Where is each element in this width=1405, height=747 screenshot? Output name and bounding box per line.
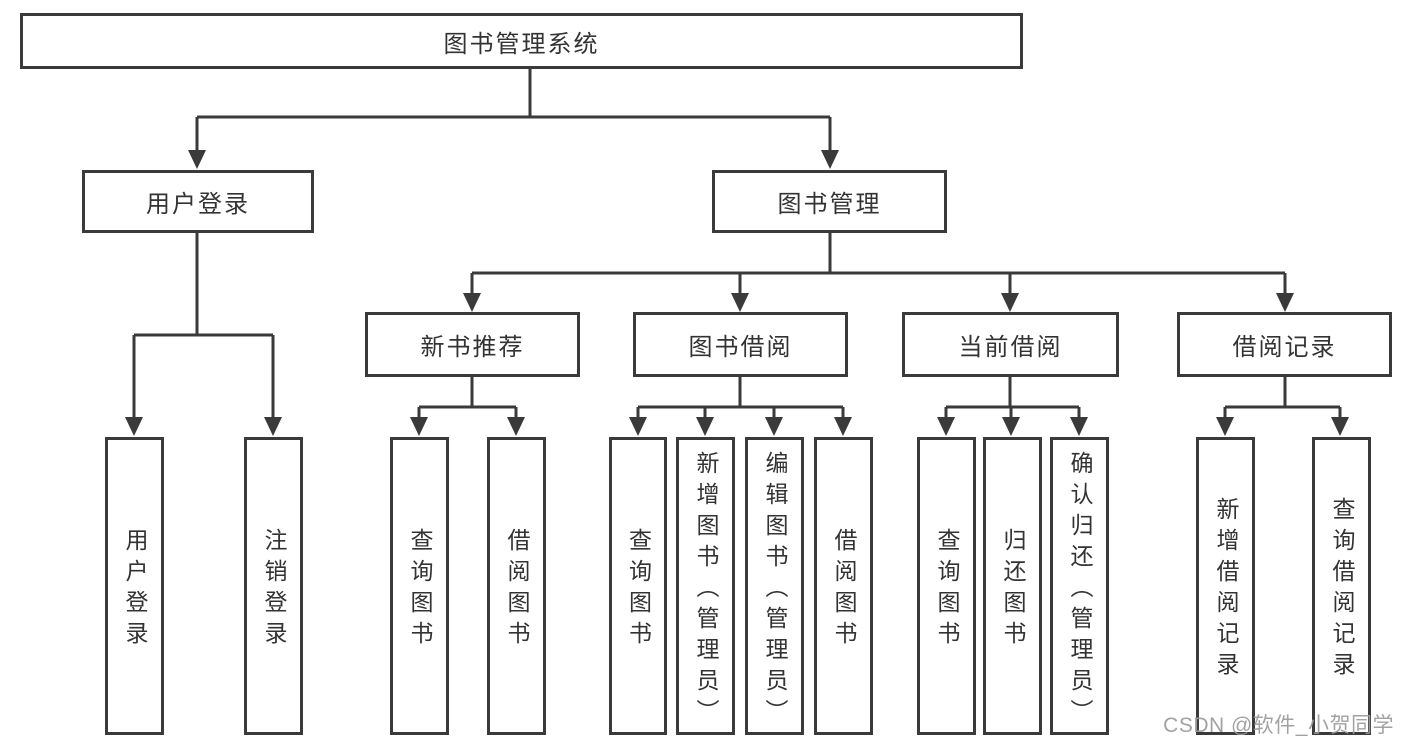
connector-borrowing-records [1216, 377, 1349, 436]
leaf-logout: 注销登录 [244, 437, 303, 735]
connector-book-management [463, 233, 1294, 312]
node-root: 图书管理系统 [20, 13, 1023, 69]
leaf-borrow-books-recommend: 借阅图书 [487, 437, 546, 735]
node-new-book-recommend: 新书推荐 [365, 312, 580, 377]
node-book-management-label: 图书管理 [777, 191, 882, 218]
leaf-borrow-books-borrowing-label: 借阅图书 [831, 528, 857, 652]
leaf-edit-book-admin-label: 编辑图书（管理员） [762, 450, 788, 730]
leaf-edit-book-admin: 编辑图书（管理员） [745, 437, 804, 735]
leaf-return-book-label: 归还图书 [1000, 528, 1026, 652]
node-current-borrowing-label: 当前借阅 [958, 334, 1063, 361]
node-book-borrowing: 图书借阅 [633, 312, 848, 377]
connector-new-book-recommend [410, 377, 525, 436]
connector-current-borrowing [937, 377, 1088, 436]
leaf-user-login-label: 用户登录 [122, 528, 148, 652]
leaf-borrow-books-recommend-label: 借阅图书 [504, 528, 530, 652]
leaf-query-books-current: 查询图书 [917, 437, 976, 735]
csdn-watermark: CSDN @软件_小贺同学 [1163, 714, 1394, 737]
node-book-borrowing-label: 图书借阅 [688, 334, 793, 361]
leaf-query-books-current-label: 查询图书 [934, 528, 960, 652]
leaf-add-book-admin-label: 新增图书（管理员） [693, 450, 719, 730]
connector-root [188, 69, 839, 169]
node-borrowing-records-label: 借阅记录 [1232, 334, 1337, 361]
leaf-add-book-admin: 新增图书（管理员） [676, 437, 735, 735]
connector-book-borrowing [629, 377, 852, 436]
leaf-query-borrow-record: 查询借阅记录 [1312, 437, 1371, 735]
leaf-confirm-return-admin-label: 确认归还（管理员） [1067, 450, 1093, 730]
leaf-query-books-borrowing-label: 查询图书 [625, 528, 652, 652]
leaf-user-login: 用户登录 [105, 437, 164, 735]
connector-user-login [125, 233, 282, 436]
leaf-return-book: 归还图书 [983, 437, 1042, 735]
node-book-management: 图书管理 [712, 170, 947, 233]
leaf-add-borrow-record-label: 新增借阅记录 [1213, 497, 1239, 683]
leaf-confirm-return-admin: 确认归还（管理员） [1050, 437, 1109, 735]
node-user-login-label: 用户登录 [146, 191, 250, 218]
leaf-query-books-borrowing: 查询图书 [609, 437, 667, 735]
node-new-book-recommend-label: 新书推荐 [420, 334, 525, 361]
node-current-borrowing: 当前借阅 [902, 312, 1119, 377]
leaf-query-borrow-record-label: 查询借阅记录 [1329, 497, 1355, 683]
node-borrowing-records: 借阅记录 [1177, 312, 1392, 377]
leaf-query-books-recommend: 查询图书 [390, 437, 449, 735]
leaf-logout-label: 注销登录 [261, 528, 287, 652]
node-root-label: 图书管理系统 [443, 30, 600, 58]
leaf-query-books-recommend-label: 查询图书 [407, 528, 433, 652]
leaf-borrow-books-borrowing: 借阅图书 [814, 437, 873, 735]
node-user-login: 用户登录 [82, 170, 314, 233]
leaf-add-borrow-record: 新增借阅记录 [1196, 437, 1255, 735]
